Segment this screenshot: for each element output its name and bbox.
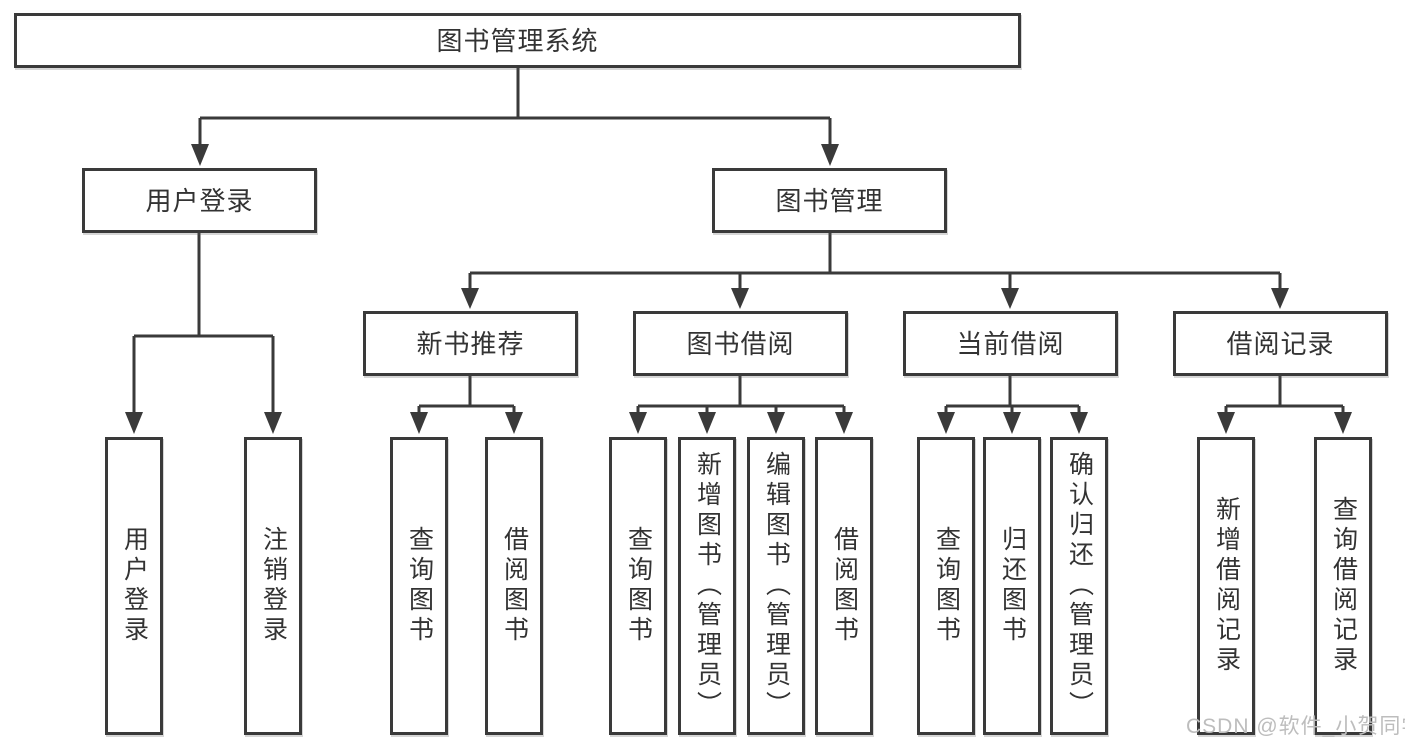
- leaf-query-books-recommend: 查询图书: [390, 437, 448, 735]
- node-label: 当前借阅: [956, 328, 1065, 359]
- node-label: 查询借阅记录: [1329, 496, 1358, 676]
- connector-book-borrowing-children: [629, 375, 853, 434]
- node-label: 查询图书: [932, 526, 961, 646]
- connector-root-to-level1: [191, 67, 839, 166]
- leaf-user-login: 用户登录: [105, 437, 163, 735]
- node-label: 新增借阅记录: [1212, 496, 1241, 676]
- leaf-return-books: 归还图书: [983, 437, 1041, 735]
- leaf-add-borrow-record: 新增借阅记录: [1197, 437, 1255, 735]
- leaf-logout: 注销登录: [244, 437, 302, 735]
- node-label: 新增图书（管理员）: [693, 451, 722, 721]
- node-borrowing-records: 借阅记录: [1173, 311, 1388, 376]
- leaf-borrow-books-recommend: 借阅图书: [485, 437, 543, 735]
- leaf-query-borrow-record: 查询借阅记录: [1314, 437, 1372, 735]
- connector-current-borrowing-children: [937, 375, 1088, 434]
- node-book-borrowing: 图书借阅: [633, 311, 848, 376]
- node-book-management: 图书管理: [712, 168, 947, 233]
- leaf-edit-books-admin: 编辑图书（管理员）: [747, 437, 805, 735]
- node-label: 注销登录: [259, 526, 288, 646]
- connector-new-book-recommendation-children: [410, 375, 523, 434]
- leaf-query-books-borrow: 查询图书: [609, 437, 667, 735]
- node-label: 用户登录: [145, 185, 254, 216]
- node-label: 借阅图书: [830, 526, 859, 646]
- leaf-confirm-return-admin: 确认归还（管理员）: [1050, 437, 1108, 735]
- node-label: 确认归还（管理员）: [1065, 451, 1094, 721]
- node-label: 图书管理系统: [436, 25, 599, 56]
- csdn-watermark: CSDN @软件_小贺同学: [1186, 715, 1405, 738]
- connector-borrowing-records-children: [1217, 375, 1352, 434]
- leaf-query-books-current: 查询图书: [917, 437, 975, 735]
- node-label: 新书推荐: [416, 328, 525, 359]
- leaf-borrow-books: 借阅图书: [815, 437, 873, 735]
- node-new-book-recommendation: 新书推荐: [363, 311, 578, 376]
- node-label: 查询图书: [624, 526, 653, 646]
- node-label: 查询图书: [405, 526, 434, 646]
- node-user-login: 用户登录: [82, 168, 317, 233]
- node-label: 编辑图书（管理员）: [762, 451, 791, 721]
- node-label: 归还图书: [998, 526, 1027, 646]
- node-library-management-system: 图书管理系统: [14, 13, 1021, 68]
- leaf-add-books-admin: 新增图书（管理员）: [678, 437, 736, 735]
- node-label: 图书管理: [775, 185, 884, 216]
- node-current-borrowing: 当前借阅: [903, 311, 1118, 376]
- node-label: 借阅图书: [500, 526, 529, 646]
- connector-book-management-to-level2: [461, 232, 1289, 309]
- node-label: 图书借阅: [686, 328, 795, 359]
- node-label: 用户登录: [120, 526, 149, 646]
- connector-user-login-children: [125, 232, 282, 434]
- node-label: 借阅记录: [1226, 328, 1335, 359]
